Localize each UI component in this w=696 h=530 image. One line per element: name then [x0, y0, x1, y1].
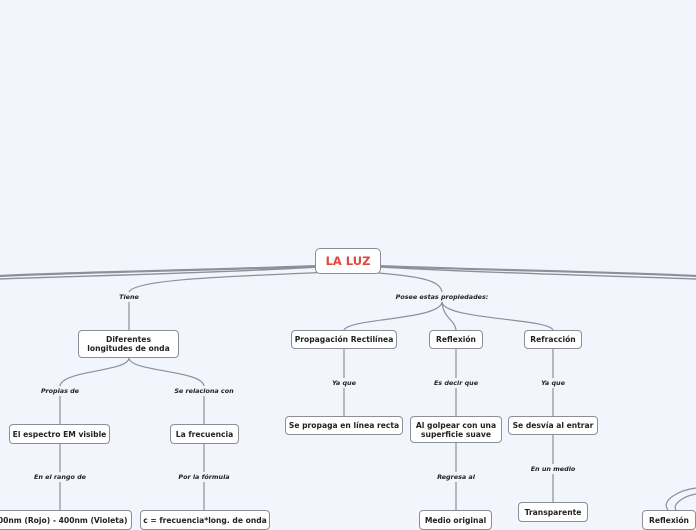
link-label-por-la-formula: Por la fórmula [178, 473, 230, 481]
topic-reflexion-right[interactable]: Reflexión [642, 510, 696, 530]
link-label-tiene: Tiene [119, 293, 139, 301]
connector-right-reflexion [665, 487, 696, 511]
connector-root-tiene [128, 271, 331, 293]
link-label-regresa-al: Regresa al [437, 473, 475, 481]
connector-root-posee [364, 271, 443, 293]
connector-root-left [0, 264, 319, 278]
link-label-ya-que-refraccion: Ya que [541, 379, 565, 387]
connector-root-right-2 [379, 266, 696, 280]
connector-root-right [379, 264, 696, 278]
topic-transparente[interactable]: Transparente [518, 502, 588, 522]
topic-propagacion-rectilinea[interactable]: Propagación Rectilínea [291, 330, 397, 349]
link-label-en-un-medio: En un medio [530, 465, 576, 473]
topic-la-frecuencia[interactable]: La frecuencia [170, 424, 239, 444]
connector-right-reflexion-2 [674, 493, 696, 511]
topic-se-desvia[interactable]: Se desvía al entrar [508, 416, 598, 435]
topic-diferentes-longitudes[interactable]: Diferentes longitudes de onda [78, 330, 179, 358]
connector-longitudes-propias [59, 357, 130, 387]
connector-posee-propagacion [343, 301, 443, 331]
link-label-se-relaciona-con: Se relaciona con [174, 387, 234, 395]
connector-root-left-2 [0, 266, 319, 280]
connector-posee-reflexion [441, 301, 457, 331]
topic-reflexion[interactable]: Reflexión [429, 330, 483, 349]
topic-al-golpear[interactable]: Al golpear con una superficie suave [410, 416, 502, 443]
topic-espectro-em-visible[interactable]: El espectro EM visible [9, 424, 110, 444]
link-label-posee: Posee estas propiedades: [395, 293, 489, 301]
topic-medio-original[interactable]: Medio original [419, 510, 492, 530]
topic-linea-recta[interactable]: Se propaga en línea recta [285, 416, 403, 435]
connector-posee-refraccion [441, 301, 554, 331]
link-label-ya-que-propagacion: Ya que [332, 379, 356, 387]
link-label-propias-de: Propias de [40, 387, 80, 395]
topic-formula[interactable]: c = frecuencia*long. de onda [140, 510, 270, 530]
link-label-es-decir-que: Es decir que [433, 379, 479, 387]
link-label-en-el-rango-de: En el rango de [33, 473, 87, 481]
topic-rango-700-400[interactable]: 700nm (Rojo) - 400nm (Violeta) [0, 510, 132, 530]
topic-refraccion[interactable]: Refracción [524, 330, 582, 349]
connector-longitudes-relaciona [128, 357, 205, 387]
root-topic[interactable]: LA LUZ [315, 248, 381, 274]
